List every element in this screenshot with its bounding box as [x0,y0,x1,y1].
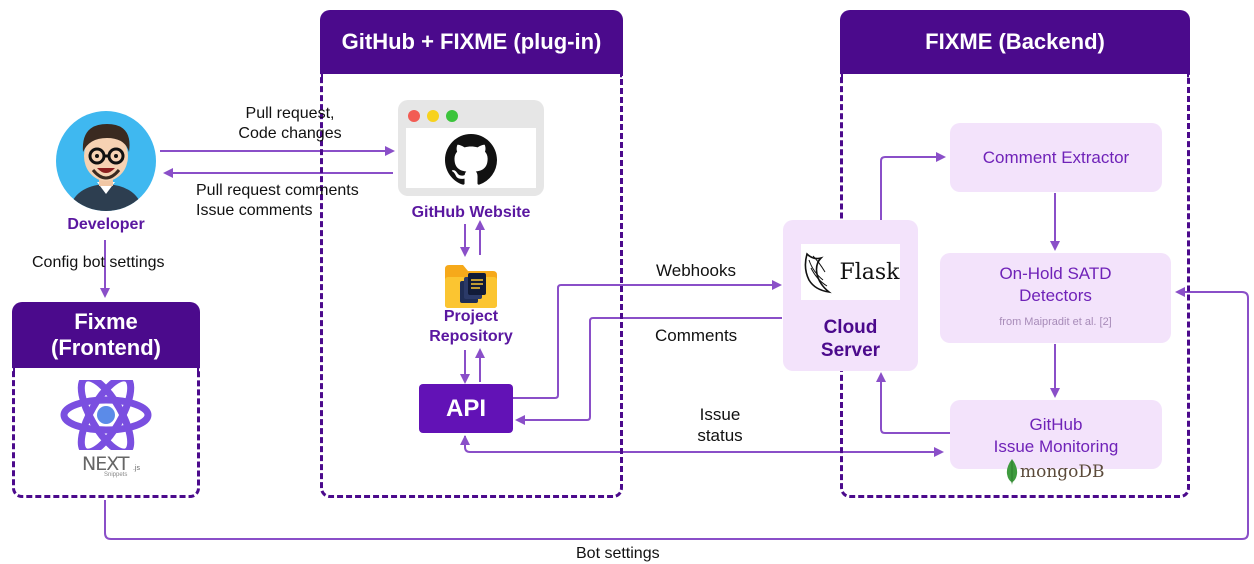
label-webhooks: Webhooks [656,261,737,280]
developer-avatar [56,111,156,211]
minimize-dot-icon [427,110,439,122]
arrow-issue-status [464,436,944,457]
developer-label: Developer [67,216,145,233]
mongodb-logo: mongoDB [1006,458,1105,486]
nextjs-suffix: .js [132,465,140,472]
monitor-line1: GitHub [1029,415,1083,434]
cloud-server-box: Flask Cloud Server [783,220,918,371]
flask-horn-icon [805,252,833,294]
close-dot-icon [408,110,420,122]
github-website-window [398,100,544,196]
comment-extractor-box: Comment Extractor [950,123,1162,192]
project-repository-line2: Repository [429,328,513,345]
frontend-title-line1: Fixme [74,309,138,334]
github-logo-icon [445,134,497,185]
label-comments: Comments [655,326,738,345]
frontend-title-line2: (Frontend) [51,335,161,360]
satd-detectors-box: On-Hold SATD Detectors from Maipradit et… [940,253,1171,343]
nextjs-logo: NEXT .js Snippets [82,453,152,493]
github-plugin-container [320,74,623,498]
arrow-comments [515,317,782,425]
arrow-bot-settings [104,287,1249,540]
github-website-label: GitHub Website [411,204,531,221]
arrow-monitor-to-cloud [876,372,950,434]
frontend-container [12,368,200,498]
project-repository-label: Project Repository [412,307,530,347]
label-issue-status-line1: Issue [699,405,741,424]
project-repository-line1: Project [443,308,499,325]
flask-logo: Flask [801,244,900,300]
issue-monitoring-box: GitHub Issue Monitoring [950,400,1162,469]
cloud-server-label: Cloud Server [783,316,918,362]
label-config: Config bot settings [32,254,165,271]
label-pull-request-line1: Pull request, [245,105,335,122]
maximize-dot-icon [446,110,458,122]
folder-icon [445,265,497,308]
label-bot-settings: Bot settings [576,545,660,562]
label-pull-request-line2: Code changes [238,125,342,142]
cloud-server-line1: Cloud [823,317,878,338]
arrow-webhooks [513,280,782,399]
label-pull-request: Pull request, Code changes [200,104,380,144]
arrow-cloud-to-extractor [880,152,946,220]
satd-line1: On-Hold SATD [999,264,1112,283]
label-issue-status: Issue status [680,404,760,446]
mongodb-text: mongoDB [1020,462,1105,482]
cloud-server-line2: Server [820,340,881,361]
mongodb-leaf-icon [1006,459,1018,485]
monitor-line2: Issue Monitoring [993,437,1119,456]
react-logo-icon [60,380,152,450]
api-box[interactable]: API [419,384,513,433]
label-pr-comments: Pull request comments Issue comments [196,181,359,221]
nextjs-text: NEXT [82,453,130,475]
satd-line2: Detectors [1019,286,1092,305]
nextjs-snippets: Snippets [104,472,128,478]
label-pr-comments-line1: Pull request comments [196,182,359,199]
flask-text: Flask [839,259,900,285]
satd-source: from Maipradit et al. [2] [999,316,1112,328]
backend-header: FIXME (Backend) [840,10,1190,74]
github-plugin-header: GitHub + FIXME (plug-in) [320,10,623,74]
label-issue-status-line2: status [697,426,743,445]
frontend-header: Fixme (Frontend) [12,302,200,368]
label-pr-comments-line2: Issue comments [196,202,313,219]
